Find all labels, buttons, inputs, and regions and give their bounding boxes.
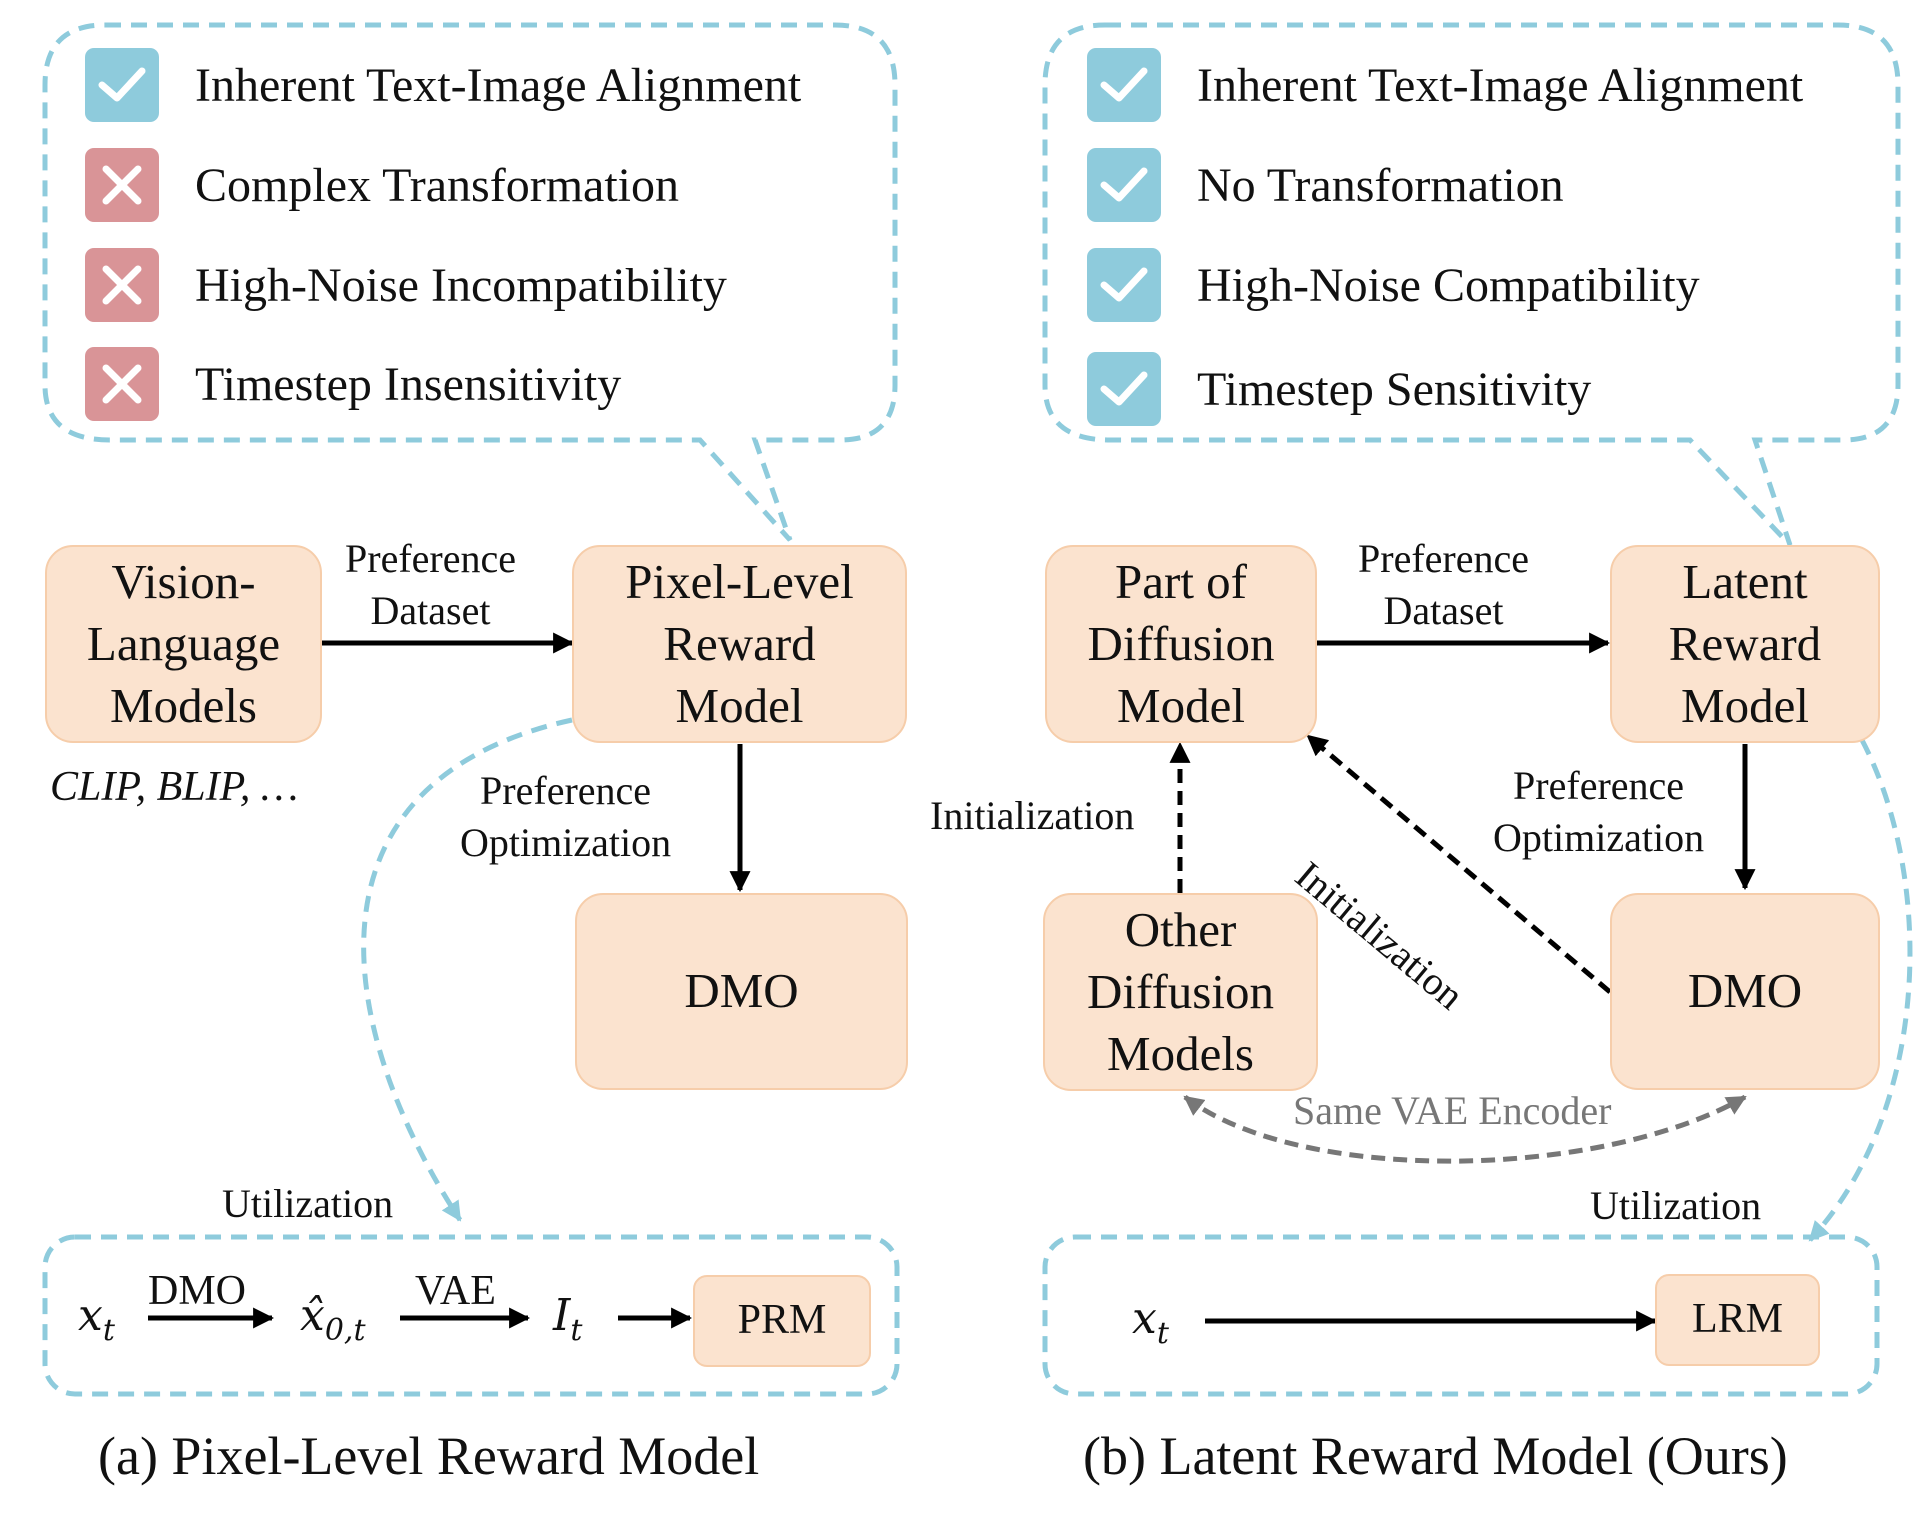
left-properties-callout: [42, 22, 898, 542]
right-property-text: No Transformation: [1197, 158, 1564, 212]
node-line: DMO: [1687, 963, 1803, 1019]
utilization-label-left: Utilization: [222, 1181, 394, 1226]
node-line: Latent: [1682, 553, 1808, 609]
node-line: Model: [675, 678, 804, 734]
edge-label-preference-dataset-left: Preference Dataset: [345, 533, 516, 637]
check-icon: [1087, 352, 1161, 426]
pipeline-dmo-label: DMO: [148, 1268, 247, 1314]
vlm-examples: CLIP, BLIP, …: [50, 764, 299, 810]
node-line: Diffusion: [1087, 963, 1274, 1019]
left-property-item: Timestep Insensitivity: [85, 347, 621, 421]
dmo-node-left: DMO: [575, 893, 908, 1090]
right-property-text: Timestep Sensitivity: [1197, 362, 1592, 416]
utilization-arrow-right: [1808, 738, 1913, 1242]
node-line: Model: [1681, 678, 1809, 734]
label-line: Optimization: [460, 820, 672, 865]
node-line: Models: [110, 678, 257, 734]
edge-label-initialization-vertical: Initialization: [930, 793, 1135, 838]
math-symbol: x: [1132, 1293, 1157, 1344]
node-line: DMO: [684, 963, 799, 1019]
right-pipeline-box: [1042, 1234, 1880, 1397]
edge-label-same-vae-encoder: Same VAE Encoder: [1293, 1088, 1612, 1133]
label-line: Optimization: [1493, 815, 1705, 860]
label-line: Preference: [1513, 763, 1685, 808]
check-icon: [1087, 148, 1161, 222]
edge-label-preference-optimization-right: Preference Optimization: [1493, 760, 1704, 864]
part-of-diffusion-model-node: Part of Diffusion Model: [1045, 545, 1317, 743]
math-subscript: t: [102, 1313, 115, 1348]
node-line: Model: [1117, 678, 1245, 734]
cross-icon: [85, 248, 159, 322]
right-property-item: Inherent Text-Image Alignment: [1087, 48, 1803, 122]
math-symbol: x̂: [300, 1290, 325, 1341]
node-line: Other: [1124, 901, 1237, 957]
math-symbol: x: [78, 1290, 103, 1341]
math-symbol: I: [553, 1290, 571, 1341]
cross-icon: [85, 148, 159, 222]
math-subscript: t: [570, 1313, 583, 1348]
left-property-item: High-Noise Incompatibility: [85, 248, 727, 322]
prm-node: PRM: [693, 1275, 871, 1367]
dmo-node-right: DMO: [1610, 893, 1880, 1090]
pipeline-xt-right: xt: [1132, 1293, 1169, 1351]
cross-icon: [85, 347, 159, 421]
label-line: Dataset: [1383, 588, 1504, 633]
left-pipeline-box: [42, 1234, 900, 1397]
arrow-same-vae: [1183, 1094, 1747, 1164]
left-property-text: Complex Transformation: [195, 158, 680, 212]
node-line: Language: [86, 615, 281, 671]
utilization-arrow-left: [361, 717, 573, 1222]
caption-left: (a) Pixel-Level Reward Model: [98, 1426, 760, 1486]
right-property-item: High-Noise Compatibility: [1087, 248, 1700, 322]
node-line: LRM: [1691, 1296, 1783, 1343]
label-line: Dataset: [370, 588, 491, 633]
check-icon: [1087, 248, 1161, 322]
left-property-text: Timestep Insensitivity: [195, 357, 622, 411]
node-line: Vision-: [111, 553, 256, 609]
left-property-text: High-Noise Incompatibility: [195, 258, 727, 312]
pixel-level-reward-model-node: Pixel-Level Reward Model: [572, 545, 907, 743]
label-line: Preference: [480, 768, 652, 813]
caption-right: (b) Latent Reward Model (Ours): [1083, 1426, 1788, 1486]
node-line: Diffusion: [1087, 615, 1275, 671]
pipeline-xt-left: xt: [78, 1290, 115, 1348]
pipeline-vae-label: VAE: [415, 1268, 496, 1314]
edge-label-preference-dataset-right: Preference Dataset: [1358, 533, 1529, 637]
label-line: Preference: [345, 536, 516, 581]
vision-language-models-node: Vision- Language Models: [45, 545, 322, 743]
pipeline-it: It: [553, 1290, 582, 1348]
lrm-node: LRM: [1655, 1274, 1820, 1366]
right-property-text: Inherent Text-Image Alignment: [1197, 58, 1804, 112]
left-property-item: Inherent Text-Image Alignment: [85, 48, 801, 122]
latent-reward-model-node: Latent Reward Model: [1610, 545, 1880, 743]
node-line: Part of: [1115, 553, 1247, 609]
pipeline-x0hat: x̂0,t: [300, 1290, 366, 1348]
math-subscript: t: [1156, 1316, 1169, 1351]
edge-label-preference-optimization-left: Preference Optimization: [460, 765, 671, 869]
other-diffusion-models-node: Other Diffusion Models: [1043, 893, 1318, 1091]
right-property-item: No Transformation: [1087, 148, 1564, 222]
node-line: PRM: [737, 1297, 827, 1344]
utilization-label-right: Utilization: [1590, 1183, 1762, 1228]
math-subscript: 0,t: [324, 1313, 366, 1348]
left-property-item: Complex Transformation: [85, 148, 679, 222]
check-icon: [85, 48, 159, 122]
node-line: Pixel-Level: [625, 553, 854, 609]
right-property-text: High-Noise Compatibility: [1197, 258, 1700, 312]
node-line: Models: [1107, 1026, 1254, 1082]
node-line: Reward: [1668, 615, 1822, 671]
label-line: Preference: [1358, 536, 1529, 581]
left-property-text: Inherent Text-Image Alignment: [195, 58, 802, 112]
check-icon: [1087, 48, 1161, 122]
right-property-item: Timestep Sensitivity: [1087, 352, 1591, 426]
node-line: Reward: [663, 615, 816, 671]
